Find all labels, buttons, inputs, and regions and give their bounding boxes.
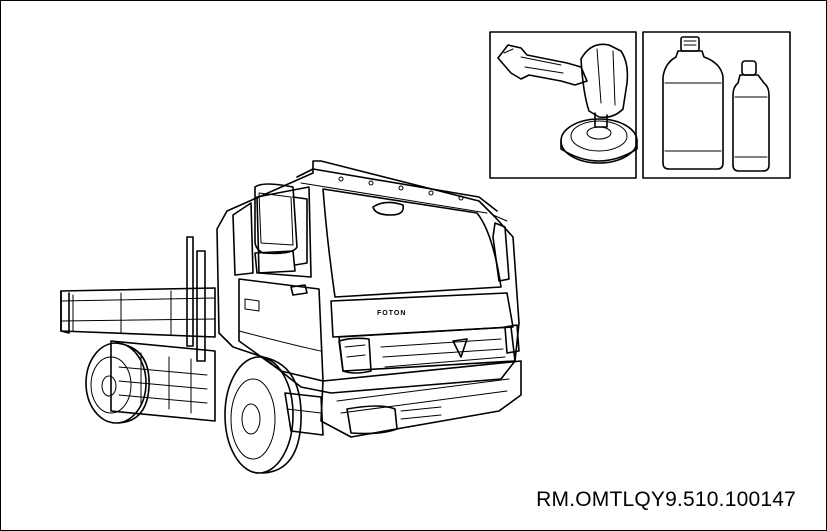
reference-code: RM.OMTLQY9.510.100147: [536, 488, 796, 511]
truck-illustration: FOTON: [60, 160, 522, 474]
polish-bottles-icon: [642, 31, 791, 179]
polisher-icon: [489, 31, 638, 179]
truck-brand-label: FOTON: [377, 310, 406, 317]
